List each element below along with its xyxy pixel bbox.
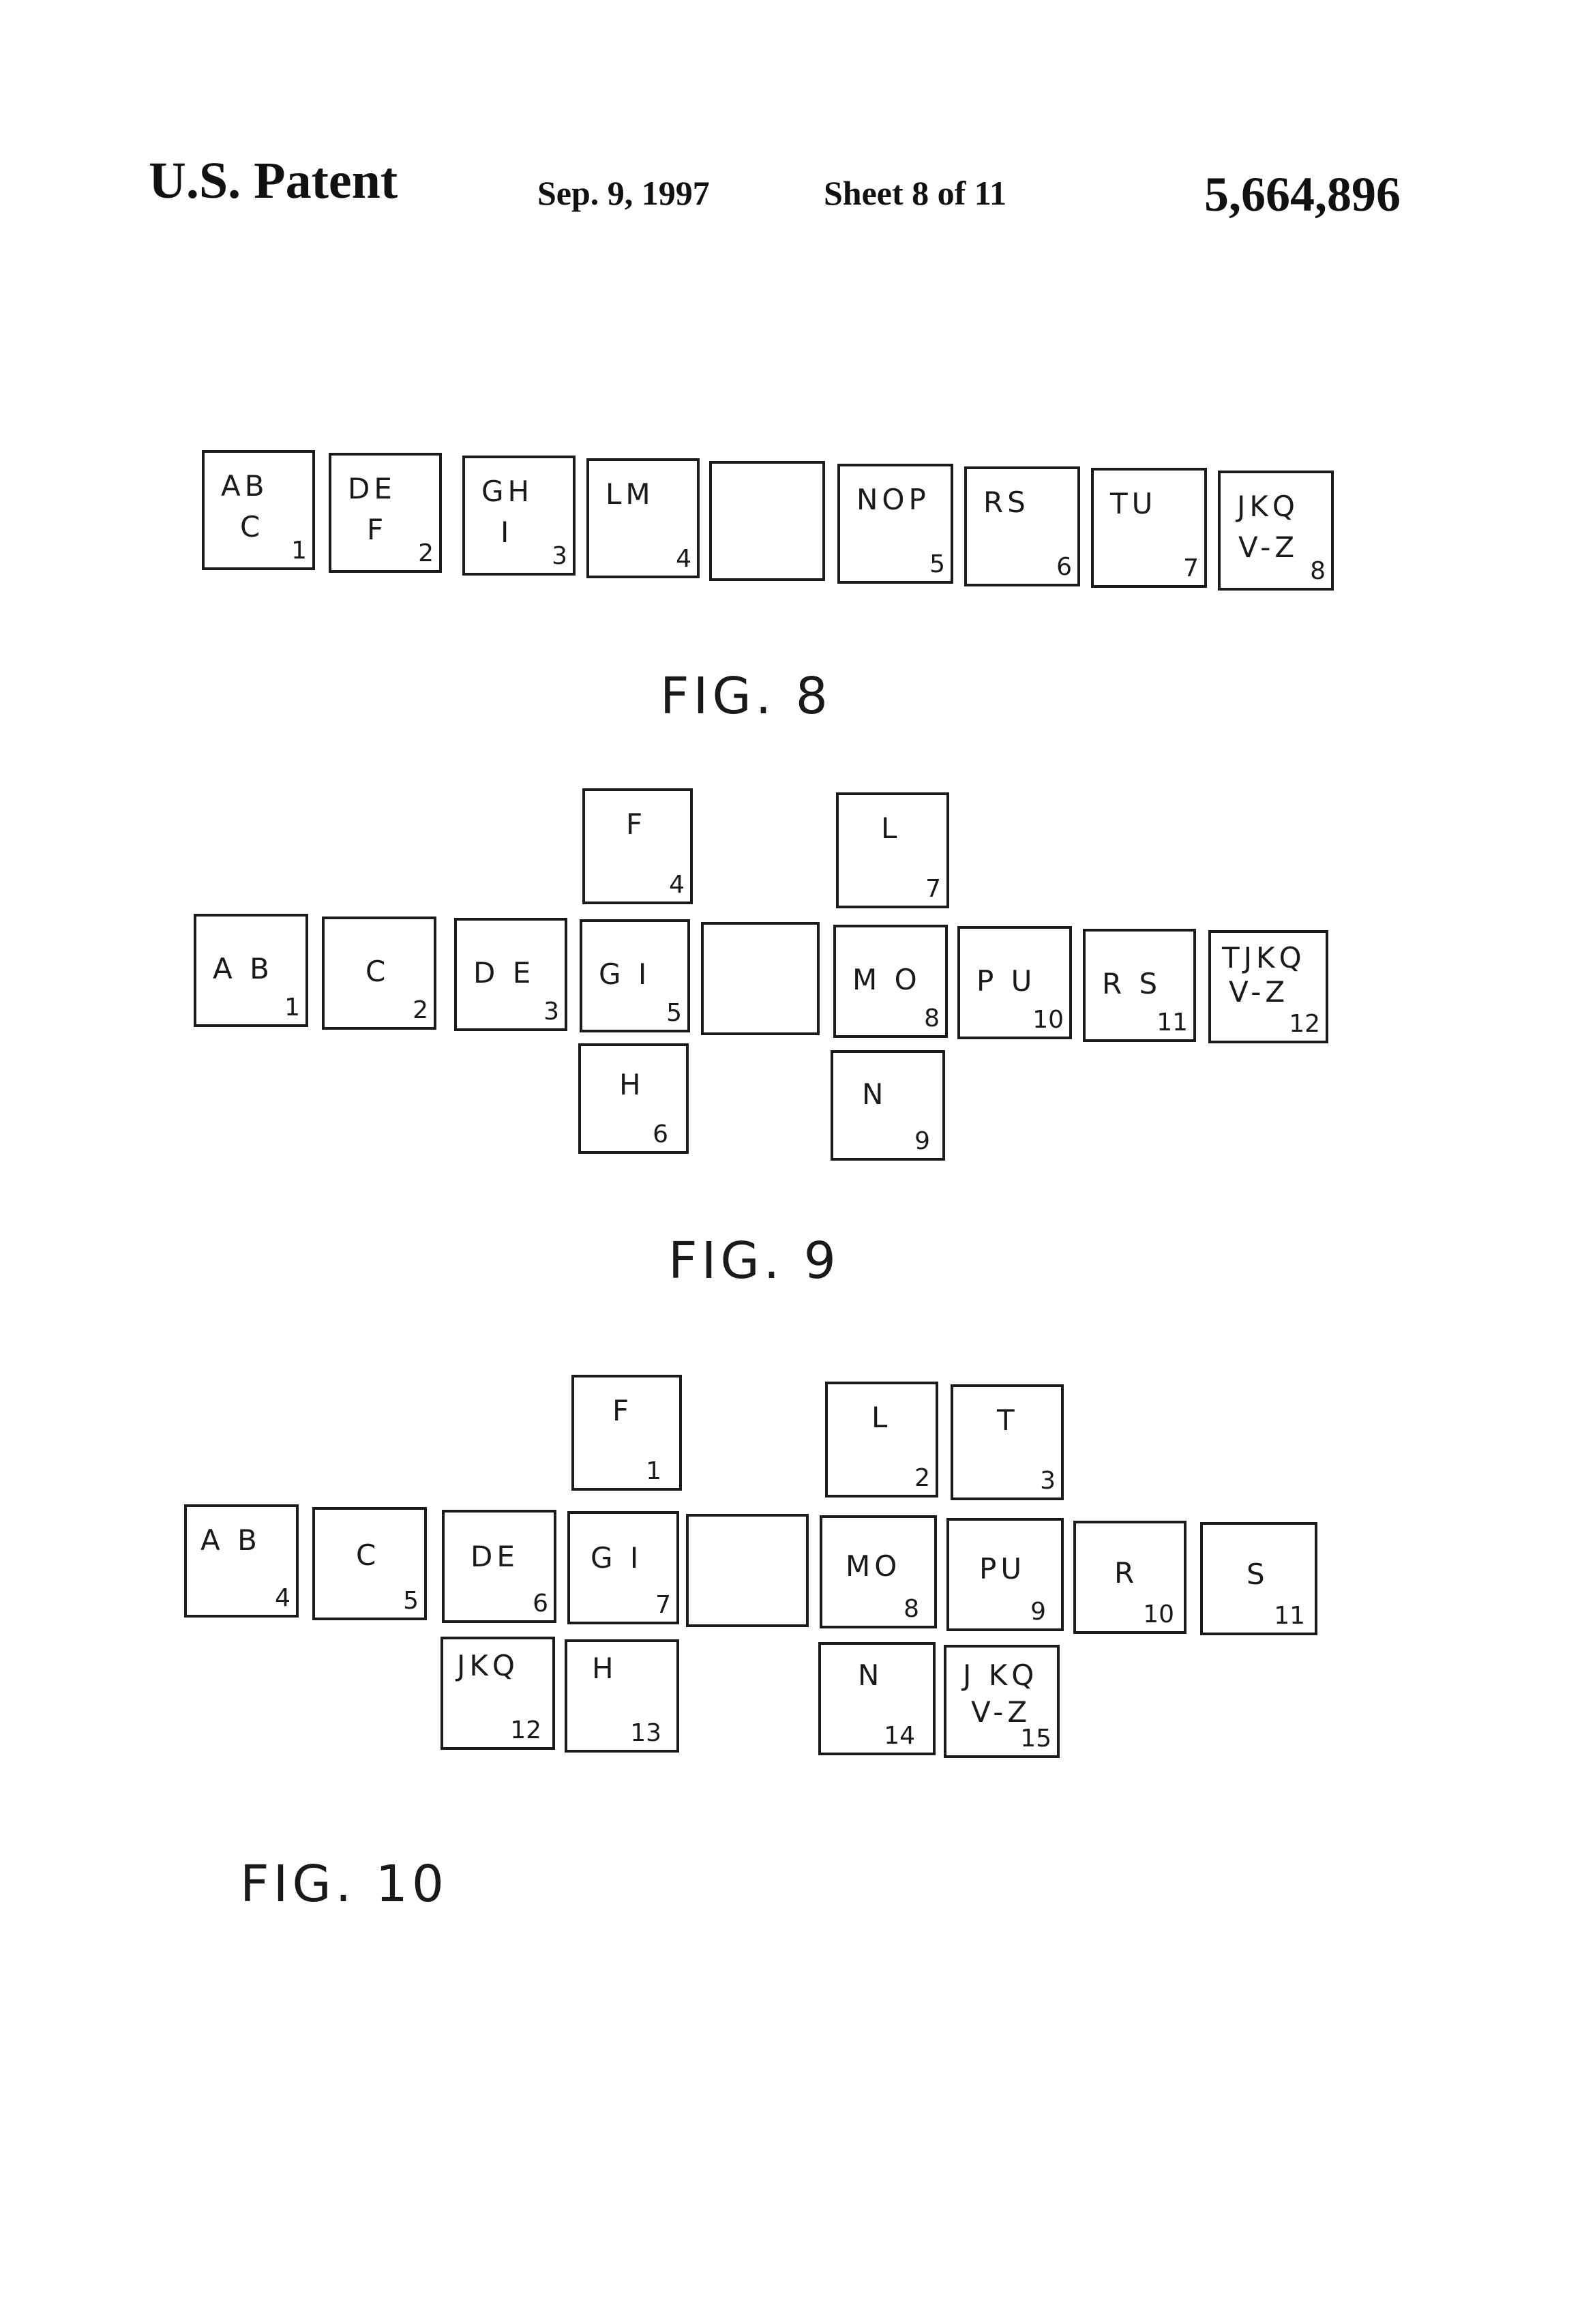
- key-number: 6: [533, 1592, 548, 1616]
- key-number: 4: [275, 1586, 290, 1611]
- key-number: 13: [630, 1721, 661, 1746]
- key-number: 7: [655, 1593, 671, 1618]
- key-letters: H: [592, 1654, 618, 1683]
- key-number: 1: [646, 1459, 661, 1484]
- key-number: 11: [1274, 1604, 1305, 1628]
- key-letters: MO: [846, 1552, 901, 1581]
- key: A B 4: [184, 1504, 299, 1618]
- key-letters: R: [1114, 1559, 1138, 1588]
- key-number: 5: [403, 1589, 419, 1613]
- key-blank: [686, 1514, 809, 1627]
- key: T 3: [951, 1384, 1064, 1500]
- key-number: 2: [914, 1466, 930, 1491]
- key-letters: L: [871, 1403, 891, 1432]
- key-number: 10: [1143, 1603, 1174, 1627]
- key-letters: JKQ: [457, 1652, 519, 1680]
- key: L 2: [825, 1382, 938, 1498]
- key: J KQ V-Z 15: [944, 1645, 1060, 1758]
- key-letters: C: [356, 1541, 380, 1570]
- key: H 13: [565, 1639, 679, 1753]
- key-number: 14: [884, 1724, 915, 1748]
- key-number: 8: [904, 1597, 919, 1622]
- key-letters: T: [997, 1406, 1019, 1435]
- key: C 5: [312, 1507, 427, 1620]
- key: MO 8: [820, 1515, 937, 1628]
- figure-label: FIG. 10: [240, 1855, 448, 1913]
- key-letters: PU: [979, 1555, 1026, 1583]
- key: N 14: [818, 1642, 936, 1755]
- key: G I 7: [567, 1511, 679, 1624]
- key-letters: F: [612, 1397, 633, 1425]
- key: S 11: [1200, 1522, 1317, 1635]
- key-number: 15: [1020, 1727, 1051, 1751]
- key: R 10: [1073, 1521, 1186, 1634]
- key-number: 12: [510, 1718, 541, 1743]
- key: JKQ 12: [441, 1637, 555, 1750]
- key-letters: J KQ: [963, 1661, 1038, 1690]
- key: PU 9: [946, 1518, 1064, 1631]
- key-letters: G I: [591, 1544, 642, 1573]
- key: F 1: [571, 1375, 682, 1491]
- key-letters: N: [858, 1661, 883, 1690]
- key-letters: DE: [471, 1543, 519, 1571]
- key-letters-2: V-Z: [971, 1698, 1031, 1727]
- key-letters: S: [1247, 1560, 1269, 1589]
- key-number: 9: [1030, 1600, 1046, 1624]
- key-letters: A B: [200, 1526, 261, 1555]
- key-number: 3: [1040, 1469, 1056, 1493]
- key: DE 6: [442, 1510, 556, 1623]
